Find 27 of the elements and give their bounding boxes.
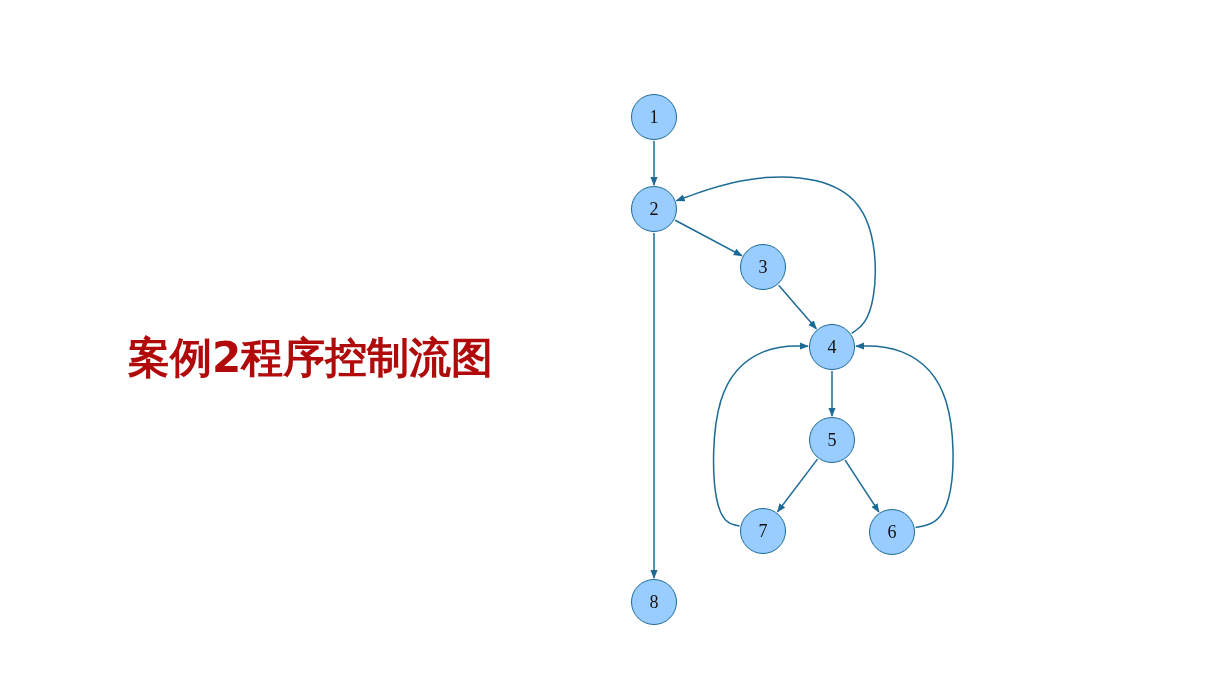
diagram-title: 案例2程序控制流图 [128,332,494,384]
arrow [776,458,819,513]
flow-node-circle [809,417,855,463]
arrow [650,232,658,579]
arrow [844,459,880,513]
node-number: 6 [887,523,897,541]
node-number: 3 [758,258,768,276]
arrow [828,370,836,417]
arrow [675,176,876,335]
node-number: 2 [649,200,659,218]
node-number: 5 [827,431,837,449]
arrow [855,342,954,529]
node-number: 4 [827,338,837,356]
flow-node-circle [631,94,677,140]
flow-node-circle [631,579,677,625]
flow-node-circle [869,509,915,555]
node-number: 7 [758,522,768,540]
arrow [712,342,809,527]
node-number: 8 [649,593,659,611]
flow-node-circle [631,186,677,232]
arrow [674,219,743,257]
flow-node-circle [740,244,786,290]
flow-node-circle [809,324,855,370]
arrow [650,140,658,186]
node-number: 1 [649,108,659,126]
flow-node-circle [740,508,786,554]
arrow [777,284,818,330]
